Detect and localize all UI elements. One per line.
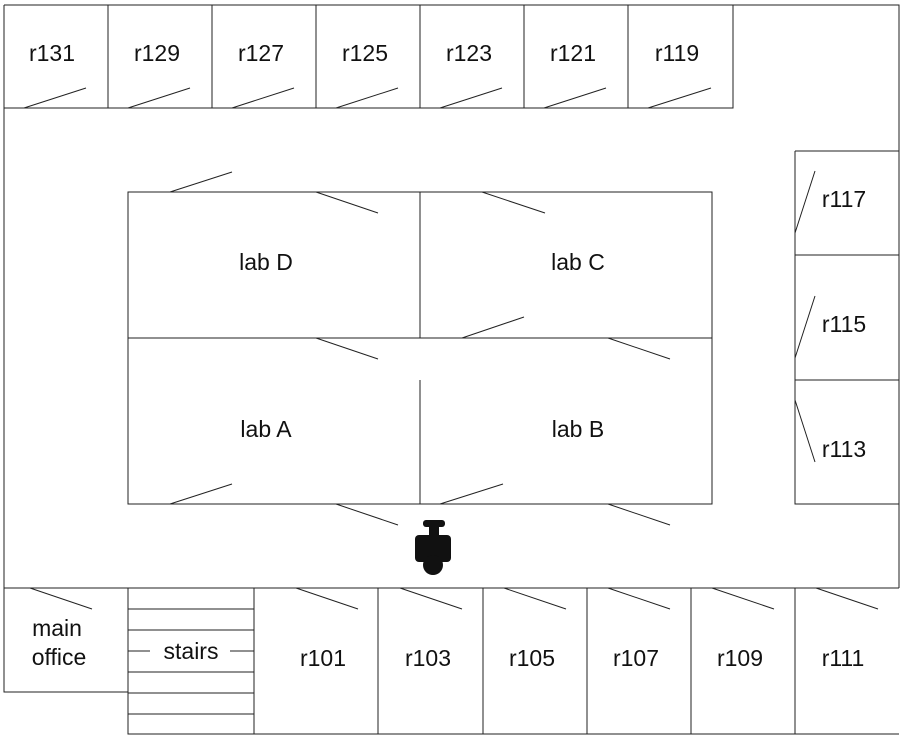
door-lab-c-inner[interactable] <box>461 316 525 339</box>
room-label-lab-d[interactable]: lab D <box>239 249 293 275</box>
room-label-r103[interactable]: r103 <box>405 645 451 671</box>
door-r119[interactable] <box>647 87 712 109</box>
room-label-lab-a[interactable]: lab A <box>240 416 292 442</box>
room-label-r113[interactable]: r113 <box>822 436 866 462</box>
door-r111[interactable] <box>815 587 879 610</box>
room-label-r131[interactable]: r131 <box>29 40 75 66</box>
room-label-r109[interactable]: r109 <box>717 645 763 671</box>
room-label-r123[interactable]: r123 <box>446 40 492 66</box>
door-corridor-left[interactable] <box>335 503 399 526</box>
room-label-main-office-line2[interactable]: office <box>32 644 87 670</box>
door-lab-a-inner[interactable] <box>315 337 379 360</box>
door-r131[interactable] <box>23 87 87 109</box>
door-lab-b[interactable] <box>439 483 504 505</box>
outer-walls <box>3 4 900 693</box>
door-r125[interactable] <box>335 87 399 109</box>
door-r129[interactable] <box>127 87 191 109</box>
door-r113[interactable] <box>794 399 816 463</box>
room-label-r129[interactable]: r129 <box>134 40 180 66</box>
door-r101[interactable] <box>295 587 359 610</box>
room-label-lab-b[interactable]: lab B <box>552 416 604 442</box>
door-lab-d-outer[interactable] <box>169 171 233 193</box>
top-room-row <box>4 5 734 109</box>
door-r105[interactable] <box>503 587 567 610</box>
room-label-r125[interactable]: r125 <box>342 40 388 66</box>
stairs-treads <box>128 608 254 715</box>
door-r117[interactable] <box>794 170 816 234</box>
door-r123[interactable] <box>439 87 503 109</box>
door-lab-c[interactable] <box>481 191 546 214</box>
door-corridor-right[interactable] <box>607 503 671 526</box>
door-r121[interactable] <box>543 87 607 109</box>
room-label-stairs[interactable]: stairs <box>164 638 219 664</box>
room-label-r107[interactable]: r107 <box>613 645 659 671</box>
labs-block <box>127 191 713 505</box>
room-labels: r131 r129 r127 r125 r123 r121 r119 r117 … <box>29 40 866 671</box>
room-label-main-office-line1[interactable]: main <box>32 615 82 641</box>
door-lab-d[interactable] <box>315 191 379 214</box>
door-r115[interactable] <box>794 295 816 359</box>
room-label-r121[interactable]: r121 <box>550 40 596 66</box>
door-r107[interactable] <box>607 587 671 610</box>
room-label-lab-c[interactable]: lab C <box>551 249 605 275</box>
bottom-room-row <box>4 587 899 735</box>
door-r109[interactable] <box>711 587 775 610</box>
door-lab-b-inner[interactable] <box>607 337 671 360</box>
right-room-column <box>794 150 899 505</box>
room-label-r101[interactable]: r101 <box>300 645 346 671</box>
room-label-r117[interactable]: r117 <box>822 186 866 212</box>
door-main-office[interactable] <box>29 587 93 610</box>
room-label-r115[interactable]: r115 <box>822 311 866 337</box>
room-label-r127[interactable]: r127 <box>238 40 284 66</box>
door-r103[interactable] <box>399 587 463 610</box>
robot-icon[interactable] <box>415 520 451 575</box>
doors <box>23 87 879 610</box>
room-label-r111[interactable]: r111 <box>822 645 865 671</box>
door-r127[interactable] <box>231 87 295 109</box>
room-label-r105[interactable]: r105 <box>509 645 555 671</box>
door-lab-a[interactable] <box>169 483 233 505</box>
room-label-r119[interactable]: r119 <box>655 40 699 66</box>
